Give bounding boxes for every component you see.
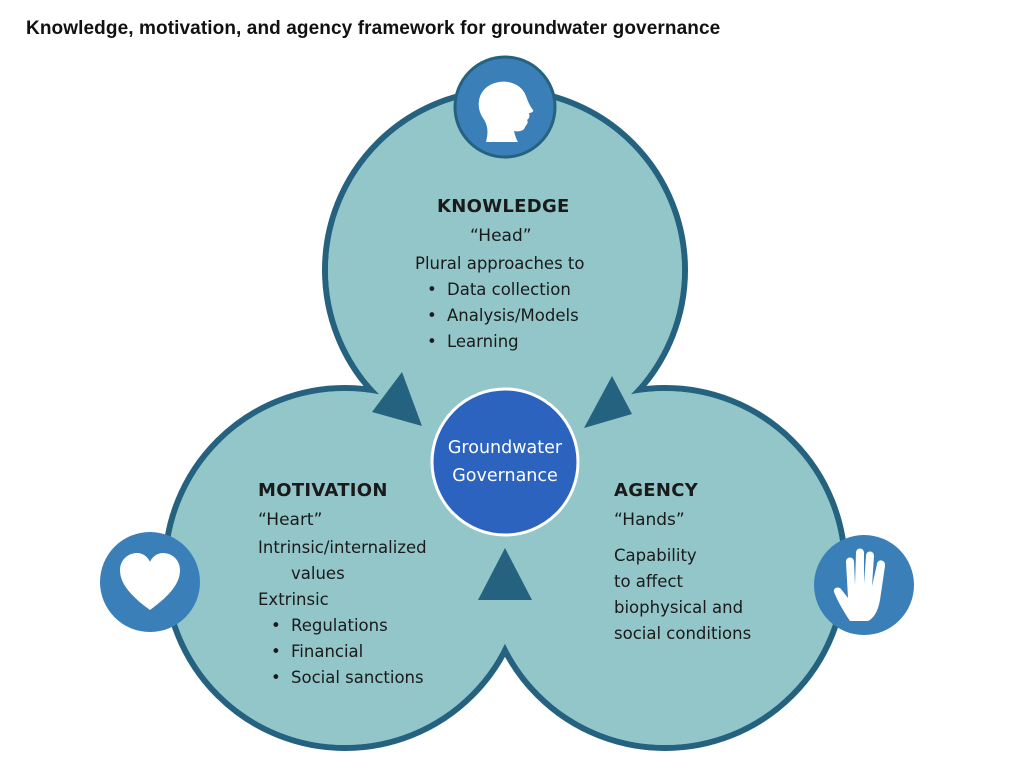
hand-icon (814, 535, 914, 635)
knowledge-bullet: Learning (415, 329, 585, 355)
motivation-bullet: Regulations (258, 613, 427, 639)
agency-line: social conditions (614, 624, 752, 643)
center-label-line2: Governance (452, 466, 558, 486)
motivation-line: Intrinsic/internalized (258, 538, 427, 557)
center-circle (430, 387, 580, 537)
knowledge-bullet: Analysis/Models (415, 303, 585, 329)
knowledge-subtitle: “Head” (470, 226, 532, 246)
agency-line: biophysical and (614, 598, 744, 617)
heart-icon (100, 532, 200, 632)
diagram-title: Knowledge, motivation, and agency framew… (26, 18, 721, 39)
motivation-line: values (291, 564, 345, 583)
head-profile-icon (453, 55, 557, 159)
motivation-bullet: Financial (258, 639, 427, 665)
agency-line: Capability (614, 546, 697, 565)
motivation-bullet: Social sanctions (258, 665, 427, 691)
arrow-from-knowledge-left (372, 372, 422, 426)
knowledge-bullet: Data collection (415, 277, 585, 303)
motivation-line: Extrinsic (258, 590, 329, 609)
arrow-from-knowledge-right (584, 376, 632, 428)
knowledge-heading: KNOWLEDGE (437, 196, 570, 217)
arrow-from-bottom (478, 548, 532, 600)
agency-block: AGENCY “Hands” Capability to affect biop… (614, 477, 751, 647)
agency-heading: AGENCY (614, 480, 699, 501)
center-label-line1: Groundwater (447, 438, 563, 458)
center-label: Groundwater Governance (432, 434, 578, 490)
motivation-heading: MOTIVATION (258, 480, 388, 501)
motivation-subtitle: “Heart” (258, 510, 323, 530)
agency-subtitle: “Hands” (614, 510, 685, 530)
motivation-block: MOTIVATION “Heart” Intrinsic/internalize… (258, 477, 427, 691)
knowledge-block: KNOWLEDGE “Head” Plural approaches to Da… (415, 193, 585, 355)
agency-line: to affect (614, 572, 683, 591)
knowledge-intro: Plural approaches to (415, 254, 585, 273)
